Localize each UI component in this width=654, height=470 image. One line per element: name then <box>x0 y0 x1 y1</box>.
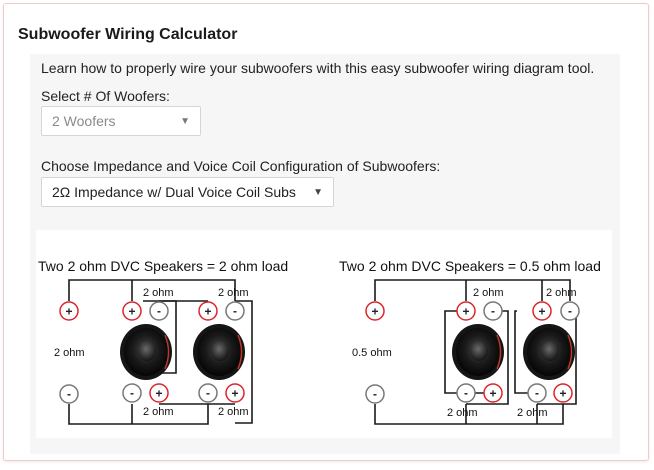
calculator-panel <box>3 3 649 461</box>
svg-text:+: + <box>538 305 545 319</box>
svg-text:+: + <box>489 387 496 401</box>
amp-minus-terminal: - <box>59 384 79 404</box>
svg-text:-: - <box>464 386 468 400</box>
diagram-2-title: Two 2 ohm DVC Speakers = 0.5 ohm load <box>339 258 601 274</box>
config-label: Choose Impedance and Voice Coil Configur… <box>41 158 441 174</box>
sub3-bottom-terminals: - + <box>456 383 503 403</box>
svg-text:-: - <box>373 387 377 401</box>
sub1-bottom-terminals: - + <box>122 383 169 403</box>
sub1-top-terminals: + - <box>122 301 169 321</box>
subwoofer-1 <box>120 324 172 380</box>
subwoofer-2 <box>193 324 245 380</box>
svg-text:+: + <box>371 305 378 319</box>
coil-label: 2 ohm <box>546 287 577 299</box>
diagram-1: + - + - - + + - - + 2 <box>54 279 253 425</box>
svg-text:+: + <box>231 387 238 401</box>
config-value: 2Ω Impedance w/ Dual Voice Coil Subs <box>52 184 296 200</box>
svg-text:-: - <box>535 386 539 400</box>
diagram-2: + - + - - + + - - + 0. <box>352 279 580 425</box>
coil-label: 2 ohm <box>517 407 548 419</box>
amp-plus-terminal: + <box>365 301 385 321</box>
svg-text:+: + <box>65 305 72 319</box>
sub2-bottom-terminals: - + <box>198 383 245 403</box>
sub3-top-terminals: + - <box>456 301 503 321</box>
chevron-down-icon: ▼ <box>180 115 190 127</box>
svg-text:+: + <box>559 387 566 401</box>
svg-text:-: - <box>67 387 71 401</box>
sub4-bottom-terminals: - + <box>527 383 573 403</box>
svg-text:-: - <box>130 386 134 400</box>
config-select[interactable]: 2Ω Impedance w/ Dual Voice Coil Subs ▼ <box>41 177 334 207</box>
coil-label: 2 ohm <box>447 407 478 419</box>
sub4-top-terminals: + - <box>532 301 580 321</box>
load-label: 2 ohm <box>54 347 85 359</box>
svg-text:-: - <box>233 304 237 318</box>
diagram-1-title: Two 2 ohm DVC Speakers = 2 ohm load <box>38 258 289 274</box>
coil-label: 2 ohm <box>218 287 249 299</box>
woofer-count-label: Select # Of Woofers: <box>41 88 170 104</box>
sub2-top-terminals: + - <box>198 301 245 321</box>
coil-label: 2 ohm <box>218 406 249 418</box>
svg-text:-: - <box>206 386 210 400</box>
load-label: 0.5 ohm <box>352 347 392 359</box>
svg-text:+: + <box>462 305 469 319</box>
woofer-count-select[interactable]: 2 Woofers ▼ <box>41 106 201 136</box>
intro-text: Learn how to properly wire your subwoofe… <box>41 60 595 76</box>
coil-label: 2 ohm <box>143 287 174 299</box>
subwoofer-4 <box>523 324 575 380</box>
subwoofer-3 <box>452 324 504 380</box>
svg-text:+: + <box>204 305 211 319</box>
amp-minus-terminal: - <box>365 384 385 404</box>
svg-text:-: - <box>157 304 161 318</box>
amp-plus-terminal: + <box>59 301 79 321</box>
chevron-down-icon: ▼ <box>313 186 323 198</box>
coil-label: 2 ohm <box>143 406 174 418</box>
coil-label: 2 ohm <box>473 287 504 299</box>
svg-text:-: - <box>491 304 495 318</box>
panel-title: Subwoofer Wiring Calculator <box>18 26 238 43</box>
svg-text:+: + <box>128 305 135 319</box>
woofer-count-value: 2 Woofers <box>52 113 116 129</box>
svg-text:-: - <box>568 304 572 318</box>
svg-text:+: + <box>155 387 162 401</box>
